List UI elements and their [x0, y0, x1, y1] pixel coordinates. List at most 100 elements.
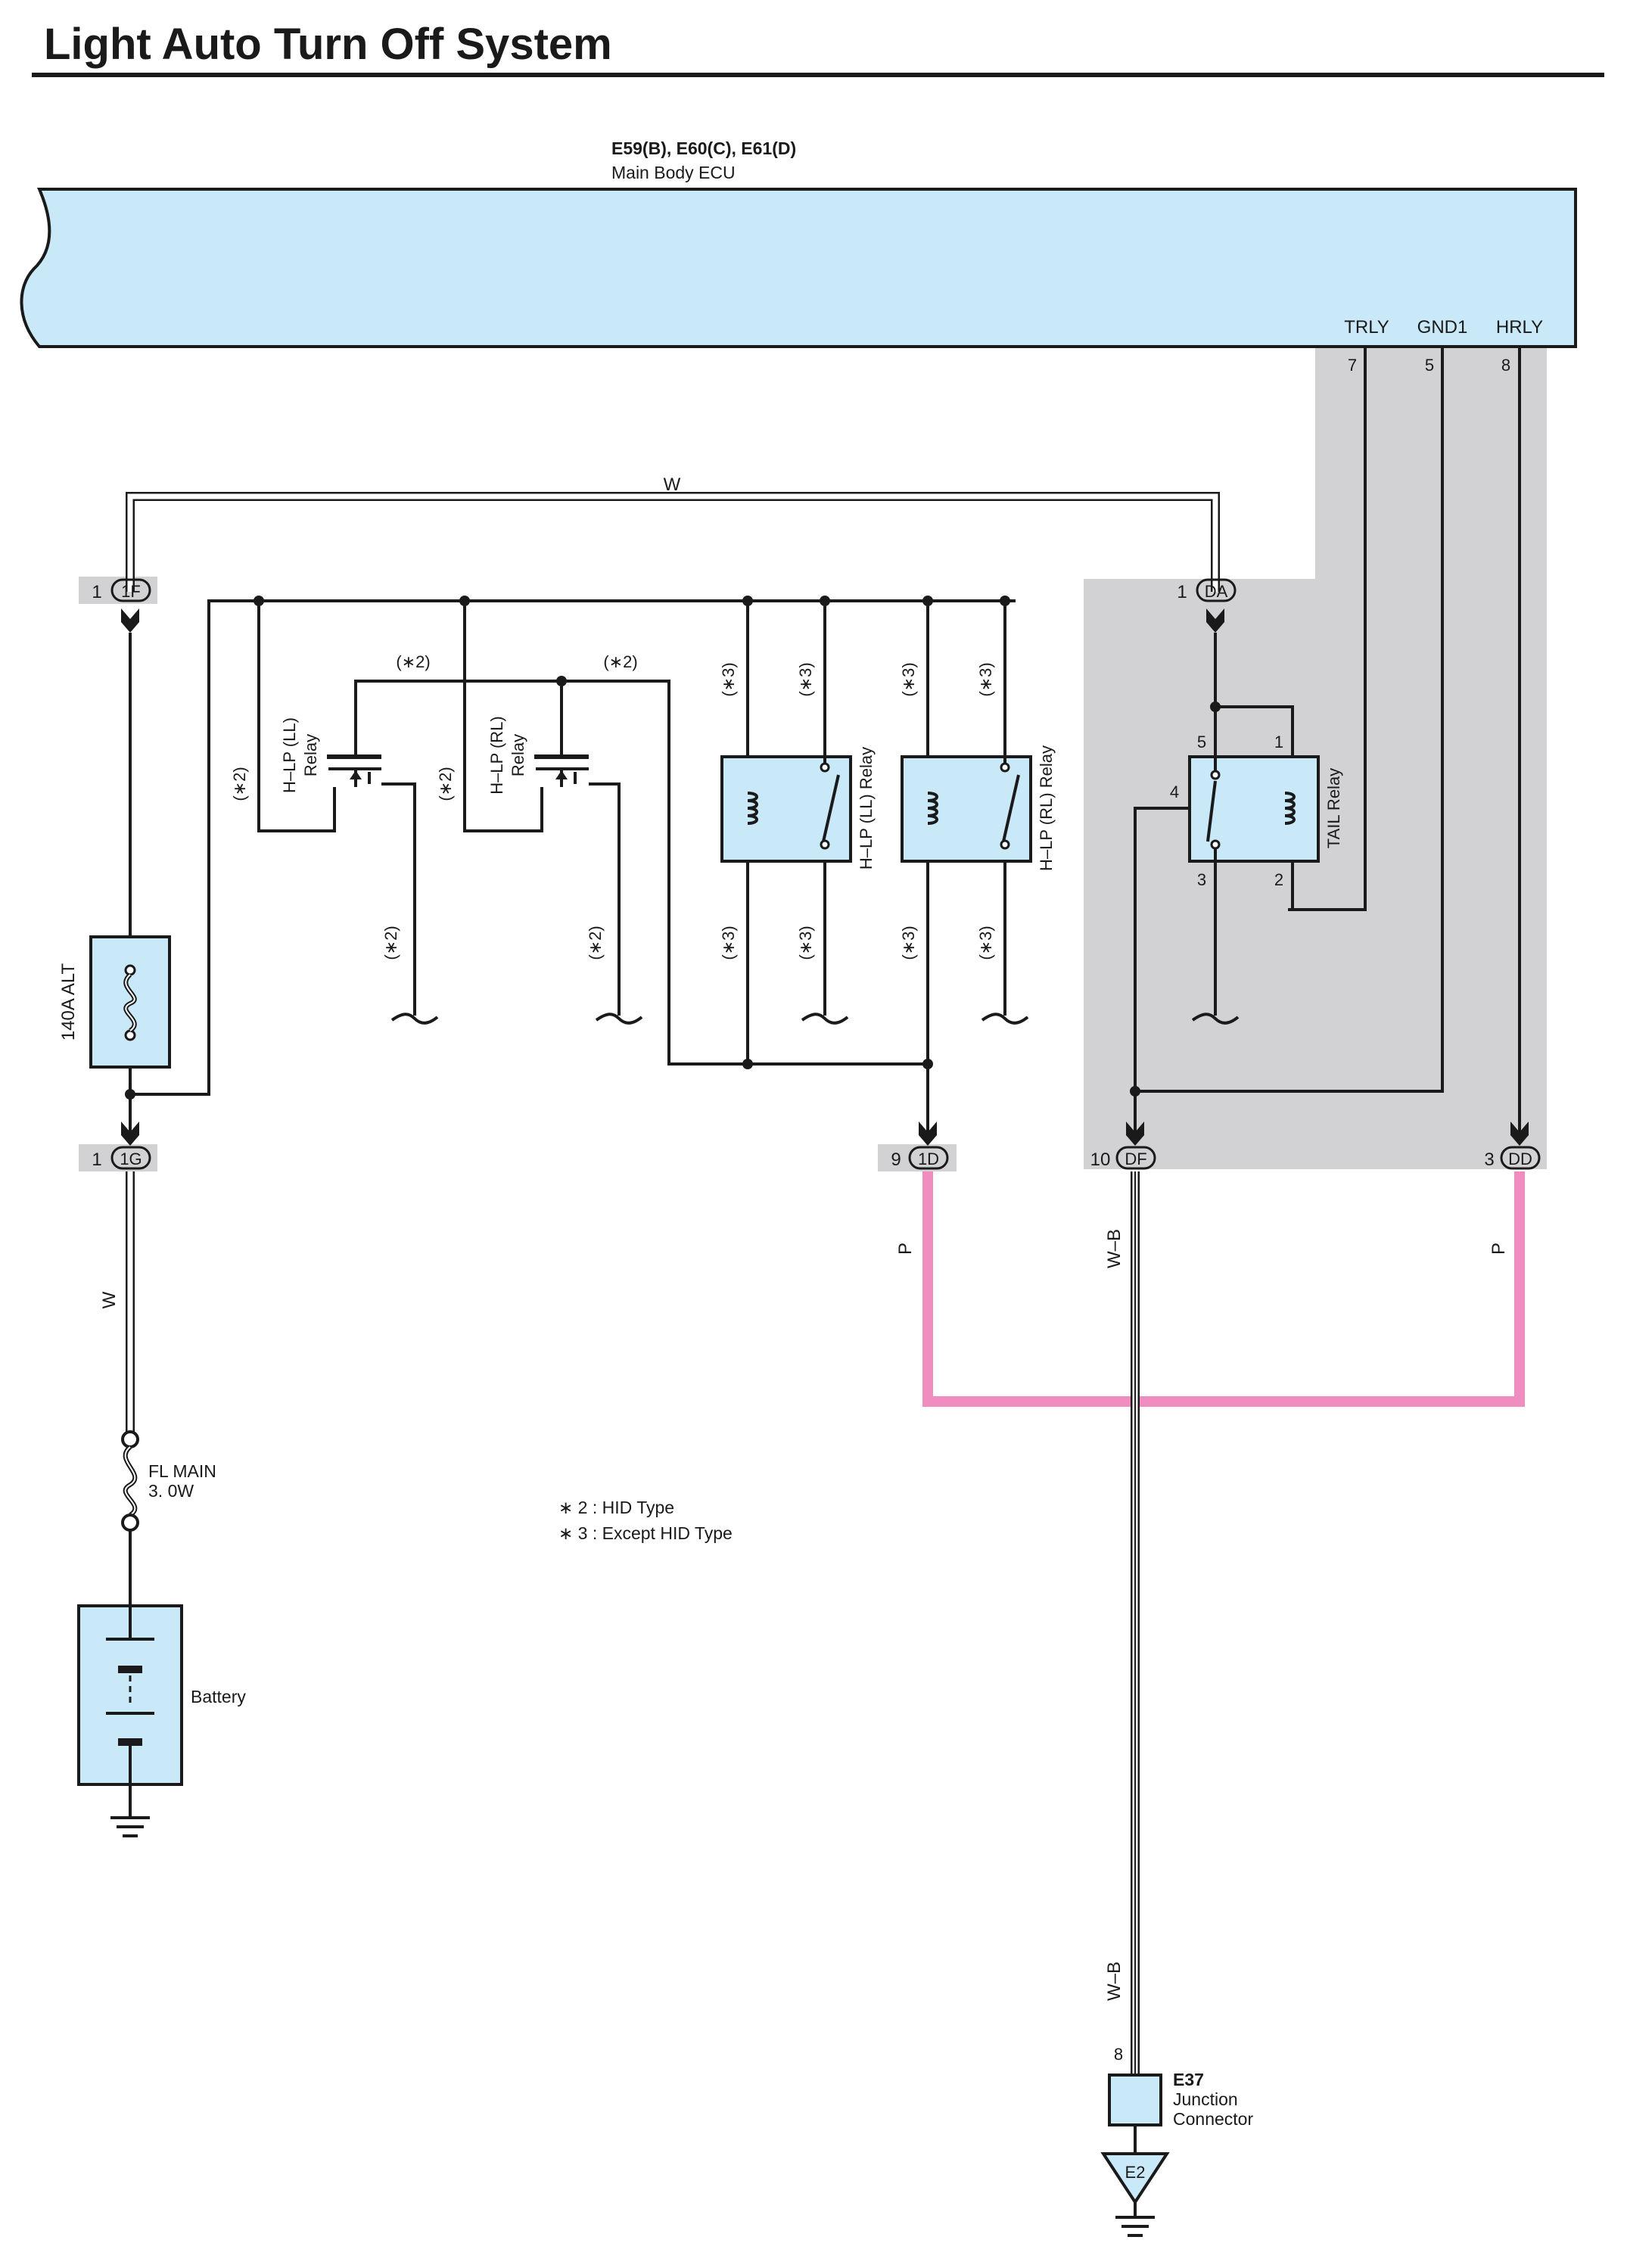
c1d-arrow: [919, 1122, 937, 1146]
hid-bus-dot: [556, 676, 567, 686]
hid-rl-arrow: [555, 770, 568, 779]
c1f-arrow: [121, 608, 139, 633]
hid-ll-out: [381, 782, 416, 1016]
relay-ll-coil-icon: [747, 792, 758, 825]
c1f-oval: [110, 578, 151, 602]
cdd-id: DD: [1508, 1150, 1532, 1168]
tail-pin-2: 2: [1274, 870, 1283, 889]
e2-label: E2: [1125, 2163, 1146, 2182]
alt-fuse-terminal-top: [124, 964, 136, 976]
hid-ll-label-2: Relay: [301, 734, 320, 776]
gnd-junction-dot: [1130, 1086, 1140, 1097]
relay-rl-label: H–LP (RL) Relay: [1037, 745, 1056, 871]
hid-rl-out: [589, 782, 621, 1016]
c1g-id: 1G: [120, 1150, 142, 1168]
tail-pin-5: 5: [1197, 733, 1206, 751]
ecu-pin-5-num: 5: [1425, 356, 1434, 375]
tail-switch-blade: [1206, 780, 1217, 842]
wire-color-p-left: P: [895, 1243, 916, 1255]
e37-box: [1108, 2074, 1162, 2126]
hid-ll-label-1: H–LP (LL): [280, 717, 299, 793]
tail-pin4-wire: [1134, 807, 1190, 1134]
e2-ground-point: [1100, 2152, 1170, 2205]
relay-rl-coil-icon: [927, 792, 938, 825]
c1d-id: 1D: [918, 1150, 939, 1168]
c1d-pin: 9: [891, 1150, 901, 1170]
wire-color-wb-lower: W–B: [1104, 1962, 1125, 2001]
hid-ll-arrow: [350, 770, 362, 779]
relay-rl-tag-2: (∗3): [976, 662, 995, 696]
ecu-name: Main Body ECU: [611, 163, 736, 182]
wire-color-wb-upper: W–B: [1104, 1229, 1125, 1268]
hid-rl-out-tag: (∗2): [586, 926, 605, 960]
ecu-pin-hrly: HRLY: [1496, 317, 1543, 338]
hid-rl-label-2: Relay: [509, 734, 527, 776]
hid-rl-coil-feed: [463, 601, 543, 832]
cdd-pin: 3: [1484, 1150, 1494, 1170]
c1g-oval: [110, 1146, 151, 1170]
relay-rl-contact-bottom: [1000, 839, 1010, 850]
tail-coil-feed: [1215, 705, 1294, 757]
note-hid: ∗ 2 : HID Type: [558, 1498, 674, 1517]
tail-relay-label: TAIL Relay: [1324, 768, 1343, 848]
cda-id: DA: [1205, 582, 1228, 601]
relay-rl-tag-3: (∗3): [899, 926, 918, 960]
ecu-pin-7-num: 7: [1348, 356, 1357, 375]
cdd-oval: [1500, 1146, 1541, 1170]
cdf-pin: 10: [1090, 1150, 1111, 1170]
note-except-hid: ∗ 3 : Except HID Type: [558, 1523, 733, 1543]
e37-code: E37: [1173, 2070, 1204, 2089]
hid-ll-break-icon: [390, 1013, 439, 1025]
tail-pin-4: 4: [1170, 782, 1179, 801]
hid-rl-label-1: H–LP (RL): [487, 716, 506, 795]
relay-rl-switch-blade: [1002, 774, 1020, 842]
fl-main-icon-inner: [124, 1446, 136, 1516]
wire-pink: [922, 1171, 1525, 1407]
wire-color-w-top: W: [664, 474, 681, 495]
relay-ll-contact-top: [820, 762, 830, 773]
fl-main-terminal-top: [121, 1430, 139, 1448]
tail-contact-top: [1210, 770, 1221, 780]
c1g-arrow: [121, 1122, 139, 1146]
relay-ll-tag-3: (∗3): [719, 926, 738, 960]
relay-rl-bottom-dot: [922, 1059, 933, 1069]
e2-ground-icon: [1115, 2216, 1155, 2237]
tail-pin-3: 3: [1197, 870, 1206, 889]
wire-color-p-right: P: [1489, 1243, 1509, 1255]
cda-oval: [1196, 578, 1237, 602]
ecu-code: E59(B), E60(C), E61(D): [611, 138, 796, 158]
cdf-id: DF: [1125, 1150, 1146, 1168]
hid-rl-break-icon: [595, 1013, 643, 1025]
tail-break-icon: [1191, 1013, 1240, 1025]
fl-main-label-2: 3. 0W: [148, 1481, 194, 1501]
cdd-arrow: [1510, 1122, 1529, 1146]
c1f-pin: 1: [92, 582, 101, 602]
c1f-id: 1F: [121, 582, 141, 601]
battery-label: Battery: [191, 1687, 246, 1706]
page-title: Light Auto Turn Off System: [44, 20, 612, 69]
relay-rl-tag-4: (∗3): [976, 926, 995, 960]
cdf-oval: [1115, 1146, 1156, 1170]
relay-ll-tag-4: (∗3): [796, 926, 815, 960]
e37-name-2: Connector: [1173, 2109, 1253, 2129]
battery-ground-icon: [110, 1816, 150, 1837]
relay-rl-tag-1: (∗3): [899, 662, 918, 696]
relay-ll-tag-1: (∗3): [719, 662, 738, 696]
hid-ll-bus: [354, 680, 560, 757]
hid-ll-coil-feed: [257, 601, 336, 832]
wire-w-top-outline: [126, 492, 1220, 592]
relay-ll-switch-blade: [822, 774, 840, 842]
main-body-ecu-box: [20, 188, 1577, 348]
alt-fuse-icon-inner: [125, 974, 135, 1031]
wire-w-top: [127, 493, 1218, 592]
alt-fuse-terminal-bottom: [124, 1029, 136, 1041]
wire-gnd1: [1135, 347, 1444, 1093]
relay-ll-tag-2: (∗3): [796, 662, 815, 696]
relay-rl-break-icon: [981, 1013, 1029, 1025]
ecu-pin-trly: TRLY: [1344, 317, 1389, 338]
e37-name-1: Junction: [1173, 2089, 1238, 2109]
alt-fuse-label: 140A ALT: [58, 963, 79, 1041]
wire-color-w-lower: W: [99, 1291, 120, 1308]
hid-bus-tag-1: (∗2): [396, 652, 430, 671]
